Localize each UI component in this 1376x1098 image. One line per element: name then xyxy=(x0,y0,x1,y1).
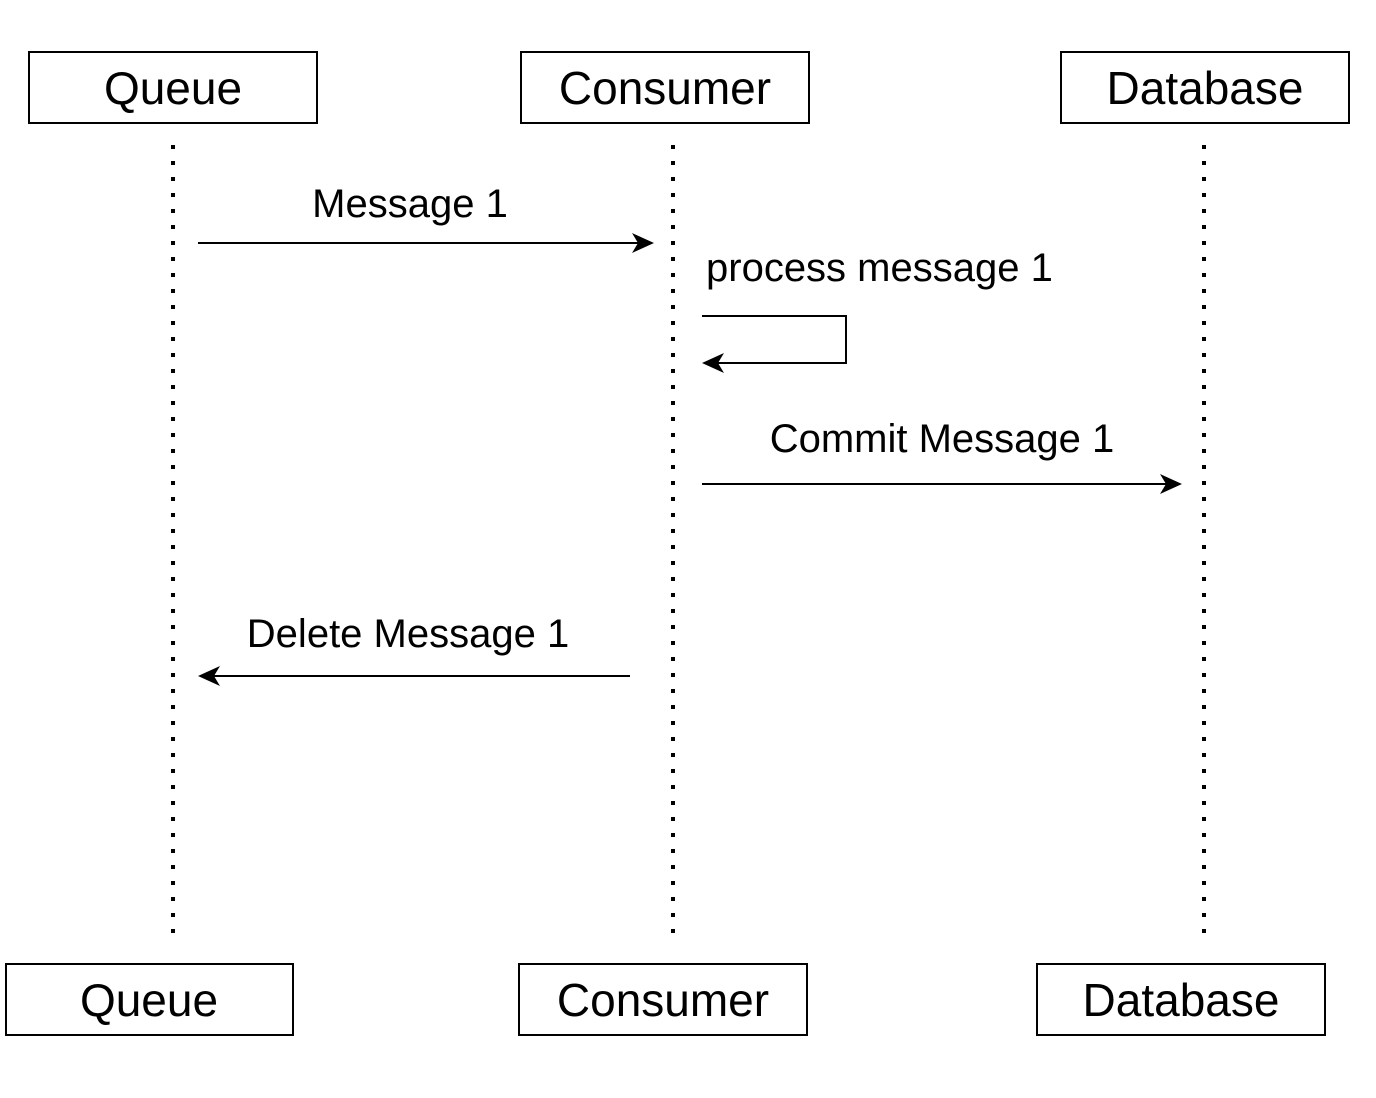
participant-bottom-database: Database xyxy=(1036,963,1326,1036)
message-label: Message 1 xyxy=(312,182,508,226)
participant-top-database: Database xyxy=(1060,51,1350,124)
self-loop-line xyxy=(702,315,847,364)
participant-top-queue: Queue xyxy=(28,51,318,124)
participant-label: Database xyxy=(1107,62,1304,114)
participant-label: Database xyxy=(1083,974,1280,1026)
participant-top-consumer: Consumer xyxy=(520,51,810,124)
participant-label: Consumer xyxy=(559,62,771,114)
participant-label: Queue xyxy=(104,62,242,114)
message-queue-to-consumer: Message 1 xyxy=(198,182,654,253)
message-label: Delete Message 1 xyxy=(247,612,569,656)
arrowhead-right-icon xyxy=(1160,474,1182,494)
participant-label: Queue xyxy=(80,974,218,1026)
participant-label: Consumer xyxy=(557,974,769,1026)
message-self-consumer: process message 1 xyxy=(702,246,1053,373)
participant-bottom-queue: Queue xyxy=(5,963,294,1036)
arrowhead-left-icon xyxy=(198,666,220,686)
arrowhead-right-icon xyxy=(632,233,654,253)
participant-bottom-consumer: Consumer xyxy=(518,963,808,1036)
message-consumer-to-database: Commit Message 1 xyxy=(702,417,1182,494)
message-label: Commit Message 1 xyxy=(770,417,1115,461)
arrowhead-left-icon xyxy=(702,353,724,373)
message-label: process message 1 xyxy=(706,246,1053,290)
message-consumer-to-queue: Delete Message 1 xyxy=(198,612,630,686)
